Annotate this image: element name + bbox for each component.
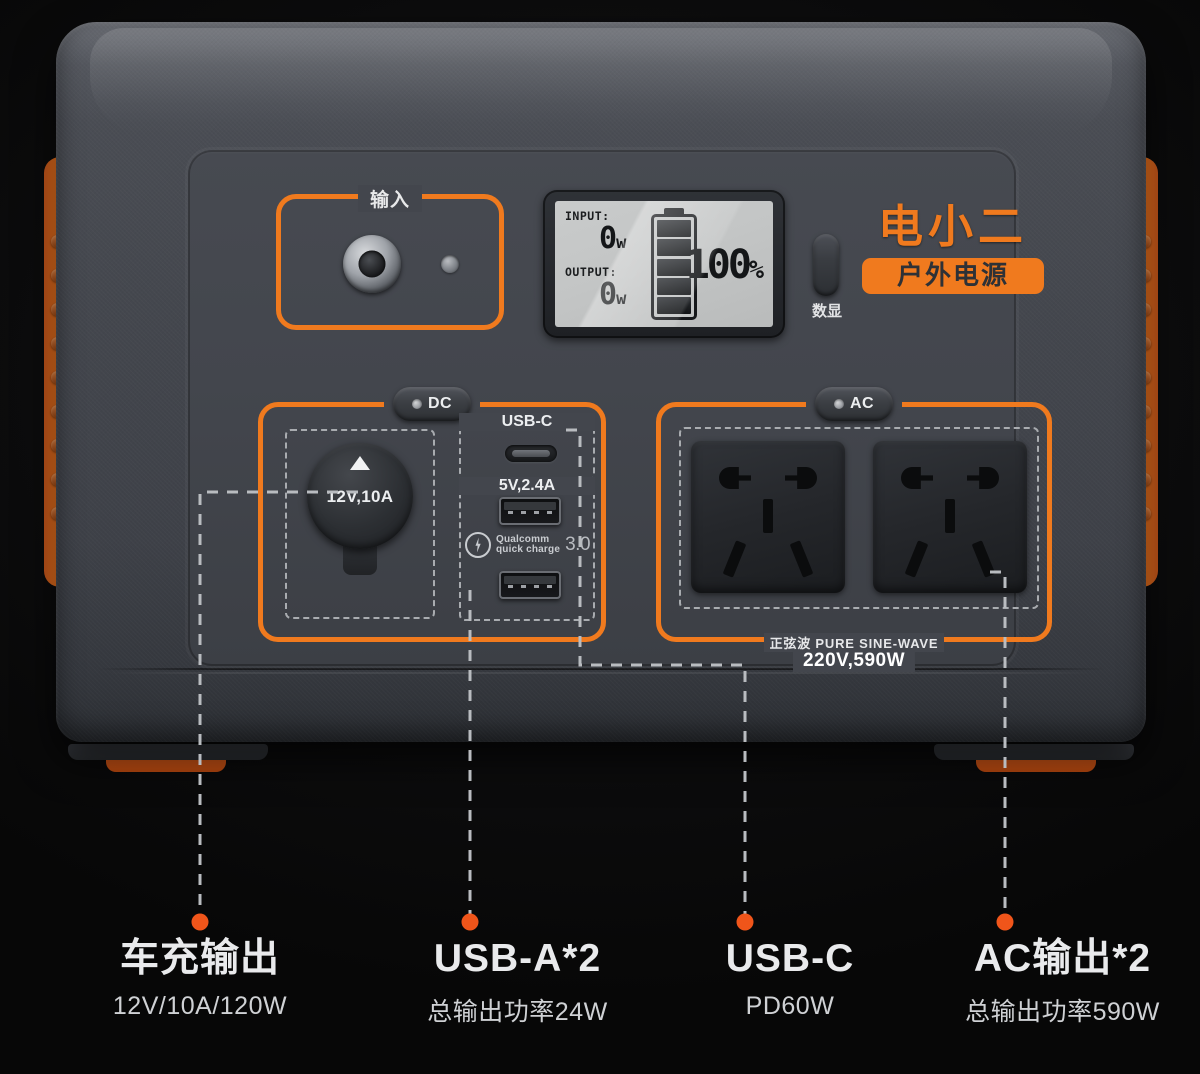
qc-version: 3.0	[565, 534, 591, 555]
usb-a-port[interactable]	[499, 497, 561, 525]
brand-tagline: 户外电源	[862, 258, 1044, 294]
usb-c-port[interactable]	[505, 445, 557, 462]
callout-label-usb-a: USB-A*2 总输出功率24W	[380, 937, 655, 1028]
dc-output-group: DC 12V,10A USB-C 5V,2.4A	[258, 387, 606, 642]
callout-subtitle: 总输出功率590W	[965, 997, 1160, 1026]
car-port-rating: 12V,10A	[326, 487, 394, 506]
usba-rating-label: 5V,2.4A	[459, 477, 595, 495]
lcd-output-label: OUTPUT:	[565, 265, 617, 279]
ac-button-label: AC	[849, 395, 875, 412]
lcd-input-value: 0w	[599, 221, 626, 256]
base-shelf-left	[68, 744, 268, 760]
callout-subtitle: 总输出功率24W	[427, 997, 608, 1026]
dc-button-label: DC	[427, 395, 453, 412]
callout-dot-ac	[996, 913, 1014, 931]
ac-voltage-rating: 220V,590W	[792, 650, 916, 672]
ac-output-group: AC 正弦波 PURE SI	[656, 387, 1052, 672]
lcd-output-value: 0w	[599, 277, 626, 312]
dc-indicator-dot	[411, 399, 422, 409]
callout-title: AC输出*2	[973, 937, 1152, 980]
lcd-input-label: INPUT:	[565, 209, 610, 223]
callout-title: USB-C	[725, 937, 855, 980]
device-chassis: 输入 INPUT: 0w OUTPUT:	[56, 22, 1146, 742]
base-shelf-right	[934, 744, 1134, 760]
brand-name: 电小二	[877, 201, 1028, 252]
status-led-icon	[441, 255, 459, 273]
qc-line-2: quick charge	[496, 544, 561, 555]
power-station-device: 输入 INPUT: 0w OUTPUT:	[28, 22, 1174, 772]
lightning-bolt-icon	[465, 532, 491, 558]
ac-socket[interactable]	[691, 441, 845, 593]
callout-subtitle: 12V/10A/120W	[112, 991, 288, 1020]
callout-label-car-charge: 车充输出 12V/10A/120W	[20, 937, 380, 1028]
callout-title: 车充输出	[119, 937, 280, 980]
callout-label-usb-c: USB-C PD60W	[655, 937, 925, 1028]
chassis-seam	[96, 668, 1106, 670]
lcd-battery-percent: 100%	[685, 242, 764, 288]
car-charger-port[interactable]: 12V,10A	[307, 443, 413, 549]
ac-wave-type: 正弦波 PURE SINE-WAVE	[763, 633, 945, 652]
chassis-seam-highlight	[108, 672, 1094, 674]
callout-dot-usb-a	[461, 913, 479, 931]
ac-rating-caption: 正弦波 PURE SINE-WAVE 220V,590W	[661, 633, 1047, 672]
callout-dot-usb-c	[736, 913, 754, 931]
callout-title: USB-A*2	[433, 937, 602, 980]
display-toggle-button[interactable]	[813, 234, 839, 296]
dc-power-button[interactable]: DC	[393, 387, 471, 421]
qc-line-1: Qualcomm	[496, 533, 550, 545]
callout-labels: 车充输出 12V/10A/120W USB-A*2 总输出功率24W USB-C…	[0, 937, 1200, 1028]
ac-indicator-dot	[833, 399, 844, 409]
ac-power-button[interactable]: AC	[815, 387, 893, 421]
usbc-label: USB-C	[459, 413, 595, 431]
ac-socket[interactable]	[873, 441, 1027, 593]
dc-input-jack-icon[interactable]	[343, 235, 401, 293]
up-arrow-icon	[350, 456, 370, 470]
display-toggle-label: 数显	[811, 303, 842, 320]
qualcomm-quick-charge-badge: Qualcomm quick charge 3.0	[465, 532, 591, 558]
input-port-group: 输入	[276, 185, 504, 330]
usb-a-port[interactable]	[499, 571, 561, 599]
callout-dot-car-charge	[191, 913, 209, 931]
input-group-label: 输入	[357, 185, 423, 212]
lcd-display: INPUT: 0w OUTPUT: 0w	[543, 190, 785, 338]
brand-logo: 电小二 户外电源	[862, 204, 1044, 294]
callout-label-ac: AC输出*2 总输出功率590W	[925, 937, 1200, 1028]
callout-subtitle: PD60W	[745, 991, 835, 1020]
battery-level-icon	[651, 214, 697, 320]
